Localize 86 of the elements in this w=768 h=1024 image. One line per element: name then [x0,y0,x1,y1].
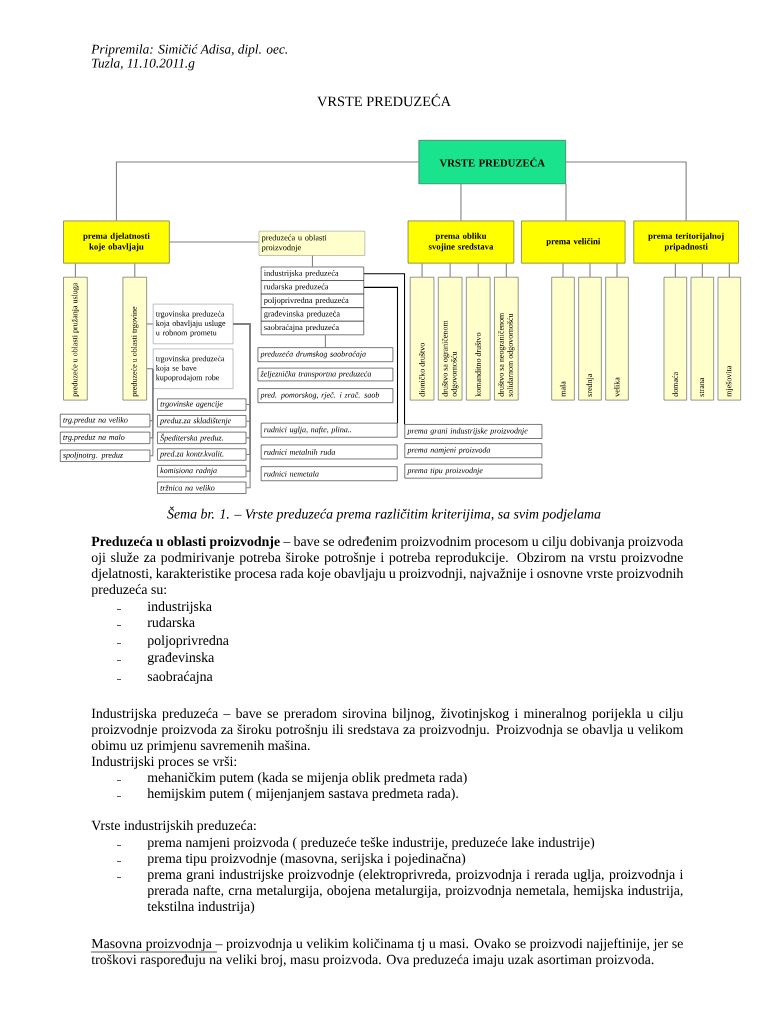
type-box: spoljnotrg. preduz [60,449,151,462]
list-item: industrijska [116,601,212,614]
list-row: građevinska preduzeća [260,307,364,322]
connector-line [149,368,154,457]
type-box: rudnici nemetala [260,466,398,481]
connector-line [115,161,420,222]
vertical-box: društvo sa neograničenom solidarnom odgovornošću [494,276,519,401]
connector-line [449,262,451,278]
connector-line [169,241,260,243]
vertical-box: preduzeće u oblasti pružanja usluga [63,276,88,401]
category-box: prema veličini [521,220,626,264]
connector-line [562,262,564,278]
connector-line [134,262,136,278]
vertical-box: društvo sa ograničenom odgovornošću [438,276,463,401]
connector-line [565,161,687,222]
vertical-box: mala [551,276,575,401]
type-box: preduzeća drumskog saobraćaja [257,347,394,362]
type-box: preduz.za skladištenje [157,415,247,428]
paragraph: Preduzeća u oblasti proizvodnje – bave se određenim proizvodnim procesom u cilju dobivanja proizvoda oji služe za podmirivanje potreba široke potrošnje i potreba reprodukcije. Obzirom na vrstu proizvodne djelatnosti, karakteristike procesa rada koje obavljaju u proizvodnji, najvažnije i osnovne vrste proizvodnih preduzeća su: [91,536,684,597]
type-box: trgovinska preduzeća koja se bave kupoprodajom robe [152,348,234,389]
header-text: Tuzla, 11.10.2011.g [92,58,195,71]
list-item: građevinska [116,652,215,665]
category-box: prema obliku svojine sredstava [407,220,515,264]
type-box: pred.za kontr.kvalit. [157,448,247,461]
paragraph: Industrijska preduzeća – bave se preradom sirovina biljnog, životinjskog i mineralnog porijekla u cilju proizvodnje proizvoda za široku potrošnju ili sredstava za proizvodnju. Proizvodnja se obavlja u velikom obimu uz primjenu savremenih mašina. [91,708,684,753]
connector-line [477,262,479,278]
connector-line [146,368,154,370]
list-row: industrijska preduzeća [260,266,364,281]
list-item: hemijskim putem ( mijenjanjem sastava predmeta rada). [116,788,458,801]
list-item: prema grani industrijske proizvodnje (elektroprivreda, proizvodnja i rerada uglja, proizvodnja i prerada nafte, crna metalurgija, obojena metalurgija, proizvodnja nemetala, hemijska industrija, tekstilna industrija) [116,869,684,914]
connector-line [460,183,462,222]
type-box: trgovinska preduzeća koja obavljaju usluge u robnom prometu [152,303,234,345]
list-row: rudarska preduzeća [260,280,364,295]
connector-line [363,273,406,425]
type-box: trgovinske agencije [157,398,247,411]
list-item: mehaničkim putem (kada se mijenja oblik predmeta rada) [116,772,467,785]
root-box: VRSTE PREDUZEĆA [418,140,566,185]
type-box: rudnici metalnih ruda [260,444,398,460]
list-item: prema tipu proizvodnje (masovna, serijska i pojedinačna) [116,853,466,866]
vertical-box: mješovita [717,276,741,401]
list-row: saobraćajna preduzeća [260,321,364,336]
type-box: željeznička transportna preduzeća [257,367,394,382]
category-box: prema djelatnosti koje obavljaju [63,220,170,264]
type-box: prema grani industrijske proizvodnje [404,424,543,439]
type-box: pred. pomorskog, rječ. i zrač. saob [257,388,394,403]
list-item: poljoprivredna [116,635,229,648]
caption: Šema br. 1. – Vrste preduzeća prema različitim kriterijima, sa svim podjelama [167,506,601,522]
connector-line [616,262,618,278]
connector-line [311,255,313,268]
list-item: rudarska [116,617,195,627]
vertical-box: strana [690,276,714,401]
vertical-box: domaća [663,276,687,401]
connector-line [674,262,676,278]
vertical-box: komanditno društvo [466,276,491,401]
paragraph: Industrijski proces se vrši: [91,756,237,769]
connector-line [146,323,154,325]
connector-line [363,286,399,424]
connector-line [565,183,567,222]
title: VRSTE PREDUZEĆA [317,93,451,107]
paragraph: Vrste industrijskih preduzeća: [91,820,256,833]
vertical-box: velika [605,276,629,401]
connector-line [701,262,703,278]
connector-line [589,262,591,278]
vertical-box: srednja [578,276,602,401]
type-box: komisiona radnja [157,465,247,478]
list-row: poljoprivredna preduzeća [260,293,364,308]
paragraph: Masovna proizvodnja – proizvodnja u velikim količinama tj u masi. Ovako se proizvodi najjeftinije, jer se troškovi raspoređuju na veliki broj, masu proizvoda. Ova preduzeća imaju uzak asortiman proizvoda. [90,938,683,967]
connector-line [324,334,326,348]
vertical-box: dioničko društvo [409,276,435,401]
list-item: prema namjeni proizvoda ( preduzeće teške industrije, preduzeće lake industrije) [116,837,595,850]
list-item: saobraćajna [116,671,213,684]
type-box: Špediterska preduz. [157,431,247,444]
type-box: prema tipu proizvodnje [404,463,543,479]
connector-line [74,262,76,278]
connector-line [505,262,507,278]
header-text: Pripremila: Simičić Adisa, dipl. oec. [91,44,287,57]
type-box: rudnici uglja, nafte, plina.. [260,422,398,438]
connector-line [728,262,730,278]
type-box: trg.preduz na malo [60,431,151,444]
category-box: prema teritorijalnoj pripadnosti [633,220,739,264]
type-box: prema namjeni proizvoda [404,443,543,458]
type-box: trg.preduz na veliko [60,413,151,428]
subcategory-box: preduzeća u oblasti proizvodnje [258,230,366,256]
vertical-box: preduzeće u oblasti trgovine [122,276,147,401]
connector-line [421,262,423,278]
type-box: tržnica na veliko [157,481,247,494]
